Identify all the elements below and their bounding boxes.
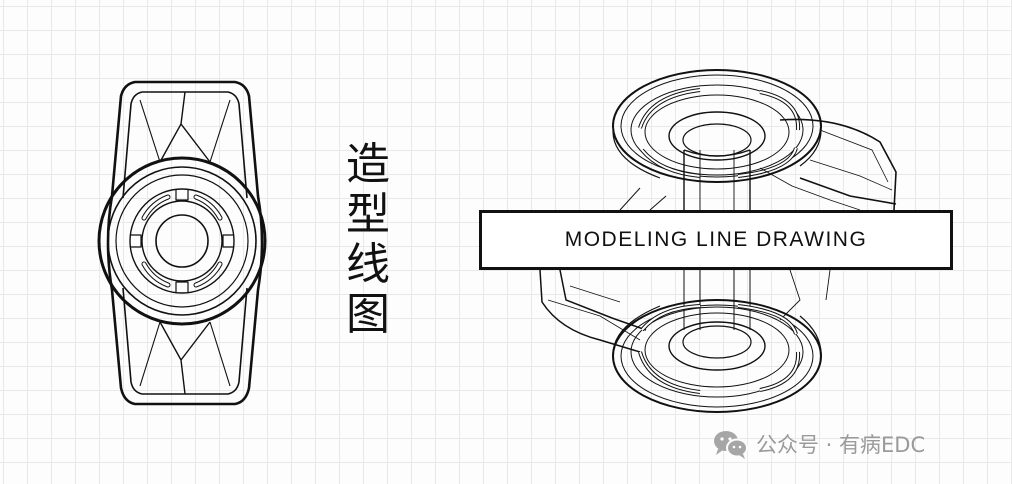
vertical-title-char: 型 bbox=[346, 189, 390, 240]
wechat-icon bbox=[712, 428, 748, 460]
vertical-title-char: 图 bbox=[346, 289, 390, 340]
vertical-title-char: 线 bbox=[346, 239, 390, 290]
modeling-label-text: MODELING LINE DRAWING bbox=[564, 228, 868, 251]
watermark-text: 公众号 · 有病EDC bbox=[756, 433, 926, 457]
vertical-title-char: 造 bbox=[346, 139, 390, 190]
vertical-title: 造 型 线 图 bbox=[340, 140, 396, 340]
modeling-label-box: MODELING LINE DRAWING bbox=[479, 210, 953, 270]
watermark: 公众号 · 有病EDC bbox=[712, 428, 925, 460]
